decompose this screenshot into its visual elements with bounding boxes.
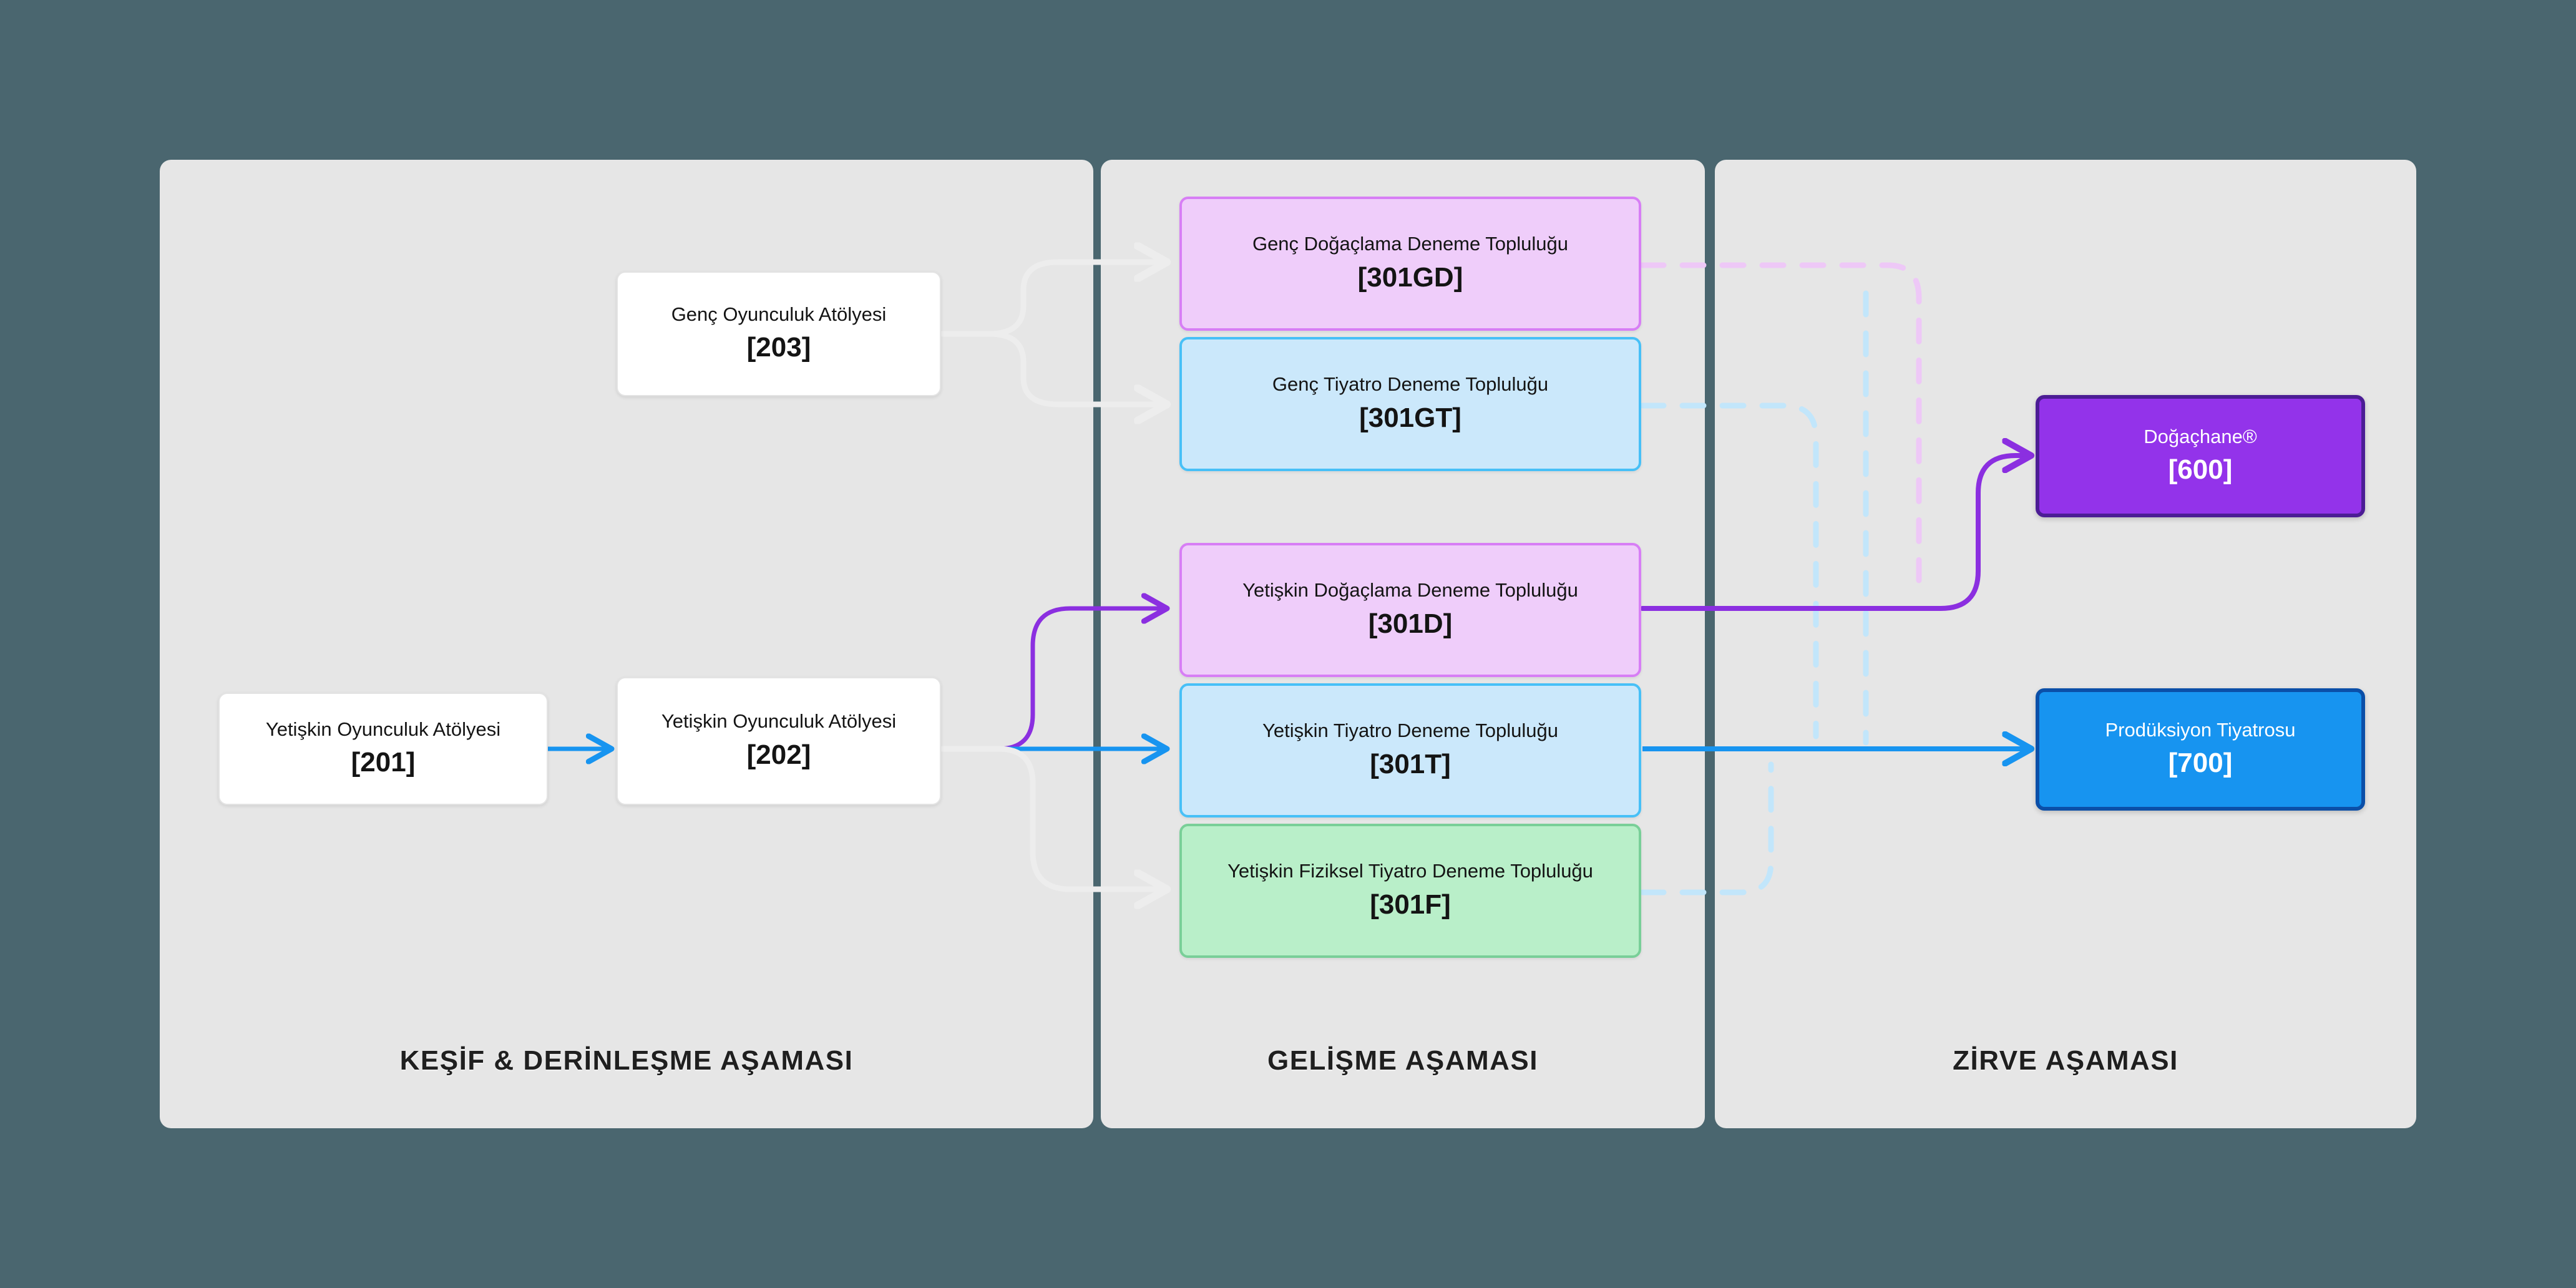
node-600[interactable]: Doğaçhane® [600] <box>2036 395 2365 517</box>
node-203[interactable]: Genç Oyunculuk Atölyesi [203] <box>617 271 941 396</box>
node-301d-title: Yetişkin Doğaçlama Deneme Topluluğu <box>1242 579 1578 602</box>
node-201[interactable]: Yetişkin Oyunculuk Atölyesi [201] <box>218 693 548 805</box>
stage-panel-summit <box>1715 160 2416 1128</box>
node-202-code: [202] <box>746 739 811 770</box>
node-301f-code: [301F] <box>1370 889 1451 920</box>
node-203-title: Genç Oyunculuk Atölyesi <box>671 303 887 325</box>
stage-label-summit: ZİRVE AŞAMASI <box>1953 1045 2178 1076</box>
node-700-code: [700] <box>2168 748 2233 779</box>
node-301gt-title: Genç Tiyatro Deneme Topluluğu <box>1272 373 1549 396</box>
stage-label-development: GELİŞME AŞAMASI <box>1267 1045 1538 1076</box>
node-202[interactable]: Yetişkin Oyunculuk Atölyesi [202] <box>617 677 941 805</box>
node-301gt-code: [301GT] <box>1359 402 1461 433</box>
node-301gt[interactable]: Genç Tiyatro Deneme Topluluğu [301GT] <box>1179 337 1641 471</box>
node-301d[interactable]: Yetişkin Doğaçlama Deneme Topluluğu [301… <box>1179 543 1641 677</box>
node-301t[interactable]: Yetişkin Tiyatro Deneme Topluluğu [301T] <box>1179 683 1641 817</box>
node-301gd-title: Genç Doğaçlama Deneme Topluluğu <box>1252 233 1569 255</box>
stage-label-discovery: KEŞİF & DERİNLEŞME AŞAMASI <box>399 1045 854 1076</box>
node-700-title: Prodüksiyon Tiyatrosu <box>2105 718 2296 741</box>
node-301t-code: [301T] <box>1370 748 1451 779</box>
node-301d-code: [301D] <box>1368 608 1453 639</box>
node-301t-title: Yetişkin Tiyatro Deneme Topluluğu <box>1262 720 1558 742</box>
node-301f-title: Yetişkin Fiziksel Tiyatro Deneme Toplulu… <box>1227 860 1593 882</box>
node-201-title: Yetişkin Oyunculuk Atölyesi <box>265 718 501 740</box>
node-600-title: Doğaçhane® <box>2144 425 2257 447</box>
node-301f[interactable]: Yetişkin Fiziksel Tiyatro Deneme Toplulu… <box>1179 824 1641 958</box>
node-301gd[interactable]: Genç Doğaçlama Deneme Topluluğu [301GD] <box>1179 197 1641 331</box>
node-202-title: Yetişkin Oyunculuk Atölyesi <box>661 710 897 733</box>
node-203-code: [203] <box>746 332 811 363</box>
node-600-code: [600] <box>2168 454 2233 485</box>
node-201-code: [201] <box>351 747 416 778</box>
node-700[interactable]: Prodüksiyon Tiyatrosu [700] <box>2036 688 2365 811</box>
node-301gd-code: [301GD] <box>1357 261 1463 293</box>
